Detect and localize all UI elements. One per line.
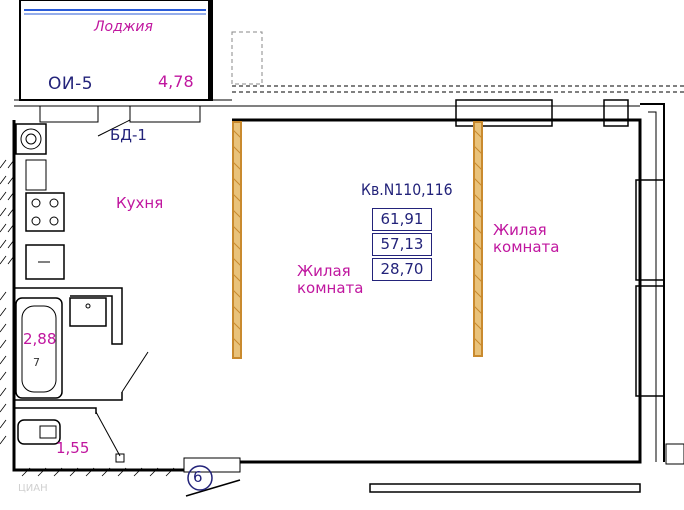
window-mark: ОИ-5 [48, 74, 94, 94]
area-living-total: 57,13 [372, 233, 432, 256]
axis-marker: 6 [193, 468, 203, 486]
fixtures [15, 119, 213, 491]
area-total: 61,91 [372, 208, 432, 231]
partitions [232, 121, 483, 359]
exterior-walls [12, 0, 684, 497]
bathroom-area: 2,88 [23, 330, 57, 348]
kitchen-label: Кухня [116, 194, 164, 212]
loggia-area: 4,78 [158, 72, 194, 91]
wc-area: 1,55 [56, 439, 90, 457]
apartment-number: Кв.N110,116 [361, 180, 453, 199]
living-room-right-label: Жилая комната [493, 221, 560, 256]
loggia-label: Лоджия [94, 19, 153, 35]
bathroom-walls [14, 287, 149, 457]
door-mark: БД-1 [110, 126, 147, 144]
area-table: 61,91 57,13 28,70 [372, 208, 432, 283]
living-room-left-label: Жилая комната [297, 262, 364, 297]
hatching [0, 159, 175, 477]
bath-number: 7 [33, 356, 40, 369]
area-living: 28,70 [372, 258, 432, 281]
watermark: ЦИАН [18, 483, 48, 494]
